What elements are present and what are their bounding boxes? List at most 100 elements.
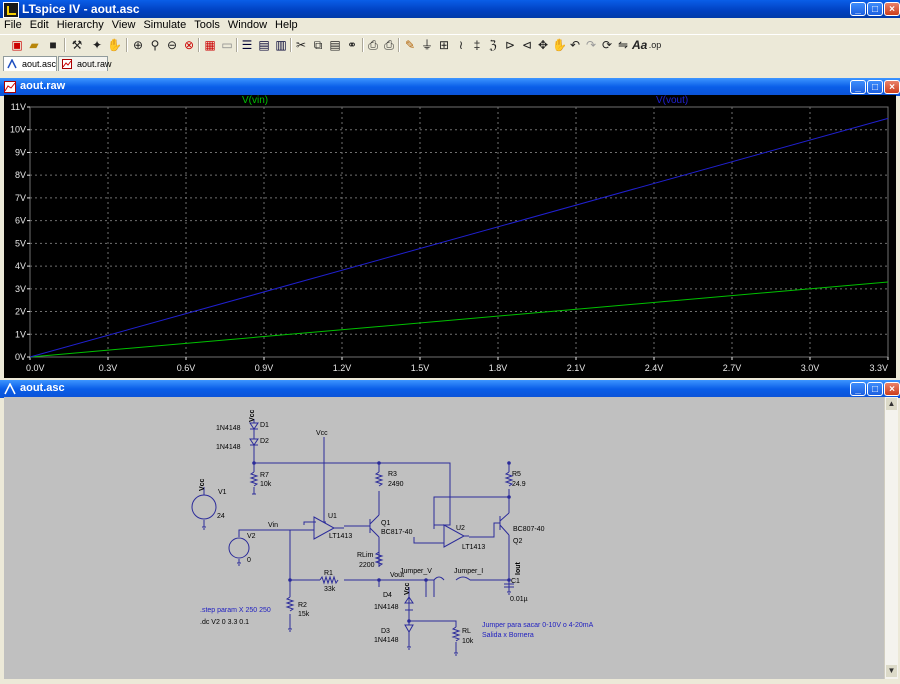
- copy-icon[interactable]: ⧉: [313, 38, 323, 52]
- minimize-button[interactable]: _: [850, 2, 866, 16]
- print-preview-icon[interactable]: ⎙: [368, 38, 378, 52]
- maximize-button[interactable]: □: [867, 2, 883, 16]
- close-button[interactable]: ×: [884, 2, 900, 16]
- u1-symbol: [313, 516, 344, 540]
- zoom-out-icon[interactable]: ⊖: [166, 38, 178, 52]
- toolbar-separator: [290, 38, 292, 52]
- q1-model: BC817-40: [381, 529, 413, 536]
- y-tick-label: 9V: [15, 147, 26, 157]
- zoom-fit-icon[interactable]: ⊗: [183, 38, 195, 52]
- tab-aout-asc[interactable]: aout.asc: [3, 56, 57, 71]
- spice-directive-icon[interactable]: .op: [648, 40, 662, 50]
- schematic-close-button[interactable]: ×: [884, 382, 900, 396]
- resistor-icon[interactable]: ≀: [458, 38, 464, 52]
- cascade-icon[interactable]: ▥: [275, 38, 287, 52]
- menu-tools[interactable]: Tools: [194, 19, 220, 31]
- toolbar-separator: [236, 38, 238, 52]
- schematic-maximize-button[interactable]: □: [867, 382, 883, 396]
- schematic-vertical-scrollbar[interactable]: ▲ ▼: [884, 397, 898, 679]
- toolbar-separator: [398, 38, 400, 52]
- legend-vin[interactable]: V(vin): [242, 95, 268, 106]
- scroll-down-icon[interactable]: ▼: [886, 665, 897, 677]
- toolbar-separator: [126, 38, 128, 52]
- c1-label: C1: [511, 578, 520, 585]
- schematic-minimize-button[interactable]: _: [850, 382, 866, 396]
- tile-vertical-icon[interactable]: ▤: [258, 38, 270, 52]
- capacitor-icon[interactable]: ‡: [473, 38, 481, 52]
- autorange-icon[interactable]: ▦: [204, 38, 216, 52]
- inductor-icon[interactable]: ℨ: [489, 38, 497, 52]
- v2-label: V2: [247, 533, 256, 540]
- jumper-symbols: [433, 576, 471, 581]
- ground-icon[interactable]: ⏚: [420, 38, 433, 52]
- scroll-up-icon[interactable]: ▲: [886, 398, 897, 410]
- mirror-icon[interactable]: ⇋: [617, 38, 629, 52]
- q2-label: Q2: [513, 538, 522, 545]
- step-directive[interactable]: .step param X 250 250: [200, 607, 271, 614]
- plot-close-button[interactable]: ×: [884, 80, 900, 94]
- plot-maximize-button[interactable]: □: [867, 80, 883, 94]
- vout-net-label: Vout: [390, 572, 404, 579]
- menu-view[interactable]: View: [111, 19, 136, 31]
- menu-hierarchy[interactable]: Hierarchy: [56, 19, 104, 31]
- r3-symbol: [374, 471, 384, 487]
- menu-edit[interactable]: Edit: [29, 19, 49, 31]
- dc-directive[interactable]: .dc V2 0 3.3 0.1: [200, 619, 249, 626]
- plot-minimize-button[interactable]: _: [850, 80, 866, 94]
- new-schematic-icon[interactable]: ▣: [11, 38, 23, 52]
- redo-icon[interactable]: ↷: [585, 38, 597, 52]
- legend-vout[interactable]: V(vout): [656, 95, 688, 106]
- schematic-canvas[interactable]: Vcc D1 1N4148 D2 1N4148 R7 10k Vcc Vcc V…: [4, 397, 884, 679]
- vout-trace[interactable]: [29, 117, 889, 358]
- v1-symbol: [191, 494, 217, 520]
- wire-icon[interactable]: ✎: [404, 38, 416, 52]
- find-icon[interactable]: ⚭: [346, 38, 358, 52]
- undo-icon[interactable]: ↶: [569, 38, 581, 52]
- drag-icon[interactable]: ✋: [552, 38, 567, 52]
- print-icon[interactable]: ⎙: [384, 38, 394, 52]
- r2-symbol: [285, 596, 295, 612]
- x-tick-label: 2.4V: [645, 363, 664, 373]
- r7-symbol: [249, 471, 259, 487]
- d3-label: D3: [381, 628, 390, 635]
- delete-plot-icon[interactable]: ▭: [221, 38, 233, 52]
- save-icon[interactable]: ■: [49, 38, 57, 52]
- label-net-icon[interactable]: ⊞: [438, 38, 450, 52]
- cut-icon[interactable]: ✂: [295, 38, 307, 52]
- rotate-icon[interactable]: ⟳: [601, 38, 613, 52]
- control-panel-icon[interactable]: ⚒: [71, 38, 83, 52]
- toolbar-separator: [64, 38, 66, 52]
- pan-icon[interactable]: ⚲: [150, 38, 160, 52]
- menu-simulate[interactable]: Simulate: [143, 19, 187, 31]
- paste-icon[interactable]: ▤: [329, 38, 341, 52]
- source-symbols: [191, 494, 250, 559]
- run-icon[interactable]: ✦: [91, 38, 103, 52]
- halt-icon[interactable]: ✋: [107, 38, 122, 52]
- u2-label: U2: [456, 525, 465, 532]
- tab-label: aout.asc: [22, 59, 57, 69]
- vin-trace[interactable]: [29, 281, 889, 358]
- waveform-icon: [62, 59, 72, 69]
- opamp-symbols: [313, 516, 469, 548]
- y-tick-label: 1V: [15, 329, 26, 339]
- x-tick-label: 1.5V: [411, 363, 430, 373]
- diode-icon[interactable]: ⊳: [504, 38, 516, 52]
- menu-window[interactable]: Window: [227, 19, 268, 31]
- open-icon[interactable]: ▰: [29, 38, 39, 52]
- move-icon[interactable]: ✥: [537, 38, 549, 52]
- v1-label: V1: [218, 489, 227, 496]
- menu-file[interactable]: File: [4, 19, 22, 31]
- zoom-in-icon[interactable]: ⊕: [132, 38, 144, 52]
- text-icon[interactable]: Aa: [632, 38, 648, 52]
- tab-aout-raw[interactable]: aout.raw: [58, 56, 112, 71]
- vin-net-label: Vin: [268, 522, 278, 529]
- schematic-directives: .step param X 250 250 .dc V2 0 3.3 0.1 J…: [200, 607, 594, 639]
- u2-symbol: [443, 524, 469, 548]
- menu-help[interactable]: Help: [275, 19, 298, 31]
- component-icon[interactable]: ⊲: [521, 38, 533, 52]
- y-tick-label: 6V: [15, 216, 26, 226]
- y-tick-label: 2V: [15, 307, 26, 317]
- tile-horizontal-icon[interactable]: ☰: [241, 38, 253, 52]
- r7-value: 10k: [260, 481, 272, 488]
